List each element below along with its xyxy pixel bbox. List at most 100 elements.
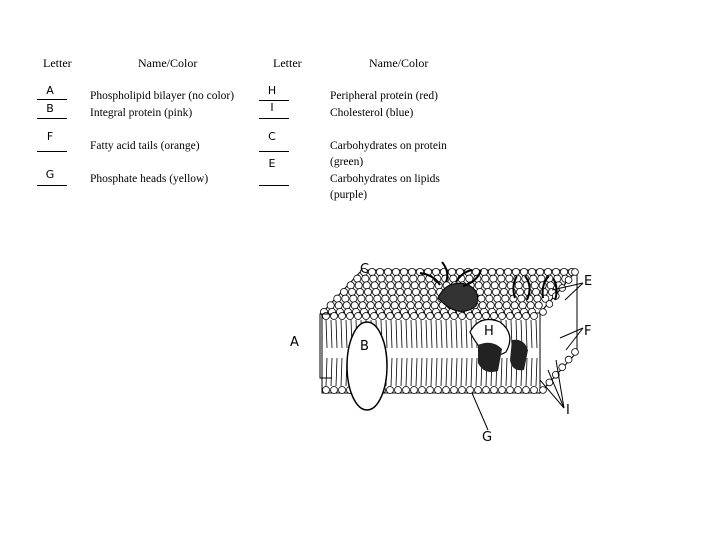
phosphate-head — [383, 267, 392, 276]
phosphate-head — [330, 386, 338, 394]
phosphate-head — [458, 312, 466, 320]
phosphate-head — [362, 312, 370, 320]
answer-line-g — [37, 185, 67, 186]
phosphate-head — [502, 301, 511, 310]
phosphate-head — [370, 312, 378, 320]
letter-b: B — [46, 102, 54, 115]
label-c: C — [360, 262, 369, 277]
phosphate-head — [571, 268, 579, 276]
phosphate-head — [485, 294, 494, 303]
phosphate-head — [375, 267, 384, 276]
fatty-acid-tail — [435, 319, 438, 349]
phosphate-head — [431, 267, 440, 276]
fatty-acid-tail — [420, 357, 423, 387]
phosphate-head — [430, 301, 439, 310]
fatty-acid-tail — [395, 357, 398, 387]
header-name-color-left: Name/Color — [138, 56, 198, 70]
answer-line-f — [37, 151, 67, 152]
label-i: I — [566, 403, 570, 418]
phosphate-head — [394, 386, 402, 394]
phosphate-head — [326, 301, 335, 310]
phosphate-head — [365, 294, 374, 303]
phosphate-head — [395, 287, 404, 296]
fatty-acid-tail — [460, 319, 463, 349]
fatty-acid-tail — [400, 357, 403, 387]
phosphate-head — [330, 312, 338, 320]
desc-phosphate-heads: Phosphate heads (yellow) — [90, 173, 209, 185]
phosphate-head — [539, 386, 547, 394]
header-letter-left: Letter — [43, 56, 72, 70]
phosphate-head — [474, 281, 483, 290]
phosphate-head — [421, 294, 430, 303]
phosphate-head — [338, 312, 346, 320]
phosphate-head — [498, 386, 506, 394]
phosphate-head — [489, 274, 498, 283]
phosphate-head — [386, 312, 394, 320]
letter-g: G — [45, 168, 55, 181]
phosphate-head — [362, 281, 371, 290]
phosphate-head — [397, 294, 406, 303]
phosphate-head — [479, 267, 488, 276]
answer-line-h — [259, 100, 289, 101]
phosphate-head — [490, 312, 498, 320]
phosphate-head — [418, 386, 426, 394]
phosphate-head — [534, 301, 543, 310]
phosphate-head — [498, 281, 507, 290]
fatty-acid-tail — [530, 319, 533, 349]
fatty-acid-tail — [415, 357, 418, 387]
letter-i: I — [270, 101, 274, 114]
phosphate-head — [532, 287, 541, 296]
phosphate-heads-top — [319, 267, 577, 316]
phosphate-head — [434, 386, 442, 394]
phosphate-head — [374, 301, 383, 310]
phosphate-head — [347, 287, 356, 296]
phosphate-head — [537, 274, 546, 283]
desc-carbs-on-lipids-line2: (purple) — [330, 189, 368, 201]
phosphate-head — [526, 301, 535, 310]
phosphate-head — [478, 301, 487, 310]
phosphate-head — [546, 281, 555, 290]
fatty-acid-tail — [505, 357, 508, 387]
fatty-acid-tail — [340, 357, 343, 387]
phosphate-head — [564, 276, 573, 284]
phosphate-head — [530, 312, 538, 320]
phosphate-head — [354, 312, 362, 320]
phosphate-head — [539, 308, 547, 316]
phosphate-head — [560, 267, 569, 276]
phosphate-head — [409, 274, 418, 283]
phosphate-head — [382, 301, 391, 310]
fatty-acid-tail — [455, 319, 458, 349]
phosphate-head — [493, 294, 502, 303]
answer-line-b — [37, 118, 67, 119]
phosphate-head — [377, 274, 386, 283]
phosphate-head — [426, 312, 434, 320]
fatty-acid-tail — [535, 357, 538, 387]
letter-e: E — [268, 157, 276, 170]
phosphate-head — [514, 281, 523, 290]
phosphate-head — [503, 267, 512, 276]
phosphate-head — [369, 274, 378, 283]
phosphate-head — [497, 274, 506, 283]
phosphate-head — [366, 301, 375, 310]
fatty-acid-tail — [335, 357, 338, 387]
answer-line-e — [259, 185, 289, 186]
phosphate-head — [510, 301, 519, 310]
fatty-acid-tail — [385, 319, 388, 349]
fatty-acid-tail — [525, 357, 528, 387]
phosphate-head — [338, 386, 346, 394]
phosphate-head — [530, 386, 538, 394]
desc-phospholipid-bilayer: Phospholipid bilayer (no color) — [90, 90, 235, 102]
phosphate-head — [487, 267, 496, 276]
phosphate-head — [512, 267, 521, 276]
fatty-acid-tail — [325, 357, 328, 387]
answer-line-a — [37, 99, 67, 100]
phosphate-head — [483, 287, 492, 296]
phosphate-head — [426, 281, 435, 290]
fatty-acid-tail — [395, 319, 398, 349]
phosphate-head — [482, 312, 490, 320]
phosphate-head — [341, 294, 350, 303]
membrane-body — [319, 261, 579, 411]
phosphate-head — [339, 287, 348, 296]
phosphate-head — [379, 287, 388, 296]
phosphate-head — [342, 301, 351, 310]
